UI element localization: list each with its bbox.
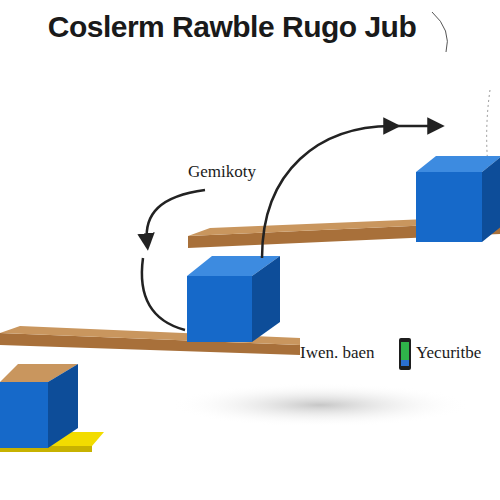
cube-front: [416, 172, 482, 242]
battery-icon: [399, 338, 411, 370]
diagram-label: Iwen. baen: [300, 343, 375, 363]
cube-front: [0, 382, 48, 448]
cube-side: [48, 364, 78, 448]
cube-side: [252, 256, 280, 342]
battery-icon: [401, 342, 409, 360]
floor-shadow: [170, 383, 470, 427]
cube-front: [187, 276, 252, 342]
diagram-title: Coslerm Rawble Rugo Jub: [48, 10, 417, 44]
motion-arrow: [262, 126, 392, 258]
diagram-label: Yecuritbe: [416, 343, 481, 363]
thin-curve: [432, 12, 447, 52]
gravity-arrow: [147, 190, 205, 242]
diagram-label: Gemikoty: [188, 162, 256, 182]
motion-arrow: [392, 125, 436, 128]
battery-icon: [401, 360, 409, 366]
gravity-arrow: [142, 258, 185, 330]
cube-side: [482, 156, 500, 242]
